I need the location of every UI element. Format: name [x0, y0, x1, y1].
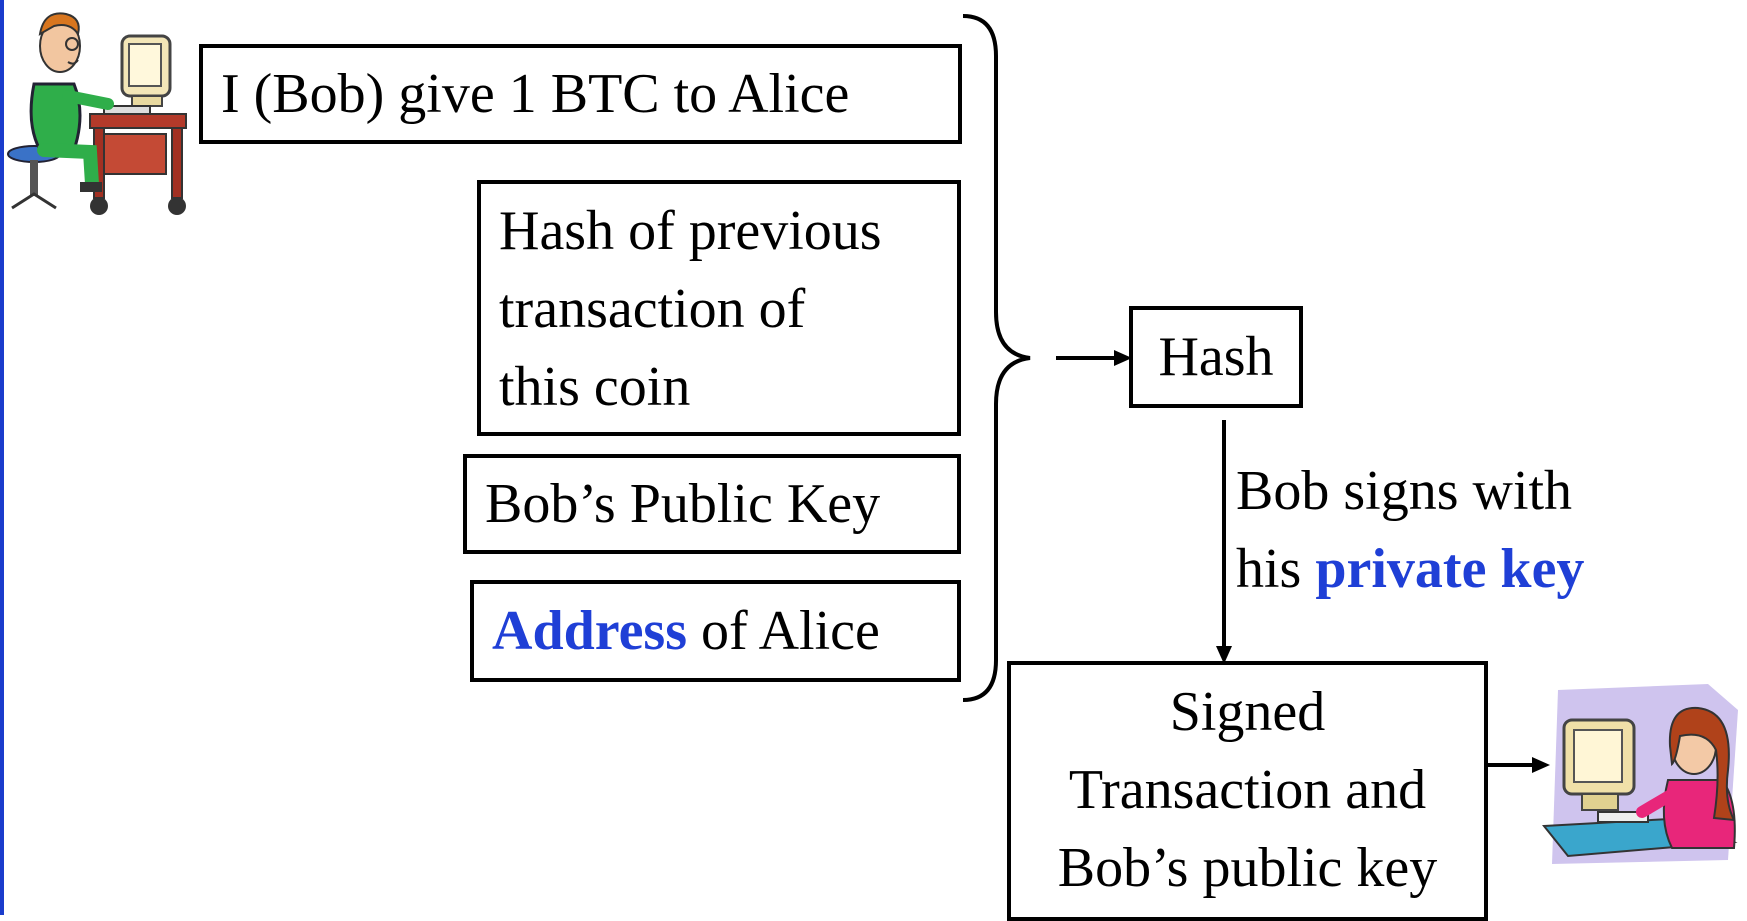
signing-label-line-1: Bob signs with	[1236, 460, 1573, 522]
prev-hash-line-3: this coin	[499, 356, 691, 418]
private-key-keyword: private key	[1315, 538, 1585, 600]
bob-at-computer-icon	[7, 12, 187, 215]
alice-at-computer-icon	[1542, 684, 1738, 864]
prev-hash-line-1: Hash of previous	[499, 200, 882, 262]
address-keyword: Address	[492, 600, 688, 662]
signing-label-line-2: his private key	[1236, 530, 1584, 608]
bob-public-key-text: Bob’s Public Key	[485, 473, 881, 535]
signed-line-3: Bob’s public key	[1057, 837, 1438, 899]
arrow-brace-to-hash	[1056, 350, 1132, 366]
bob-gives-btc-box: I (Bob) give 1 BTC to Alice	[199, 44, 962, 144]
prev-hash-line-2: transaction of	[499, 278, 806, 340]
signed-line-1: Signed	[1169, 681, 1326, 743]
alice-address-box: Address of Alice	[470, 580, 961, 682]
address-rest-text: of Alice	[687, 600, 880, 662]
signed-transaction-box: Signed Transaction and Bob’s public key	[1007, 661, 1488, 921]
bob-gives-btc-text: I (Bob) give 1 BTC to Alice	[221, 63, 850, 125]
left-accent-rule	[0, 0, 4, 915]
grouping-brace	[962, 14, 1031, 702]
signed-line-2: Transaction and	[1068, 759, 1427, 821]
signing-label: Bob signs with his private key	[1236, 452, 1584, 608]
bob-public-key-box: Bob’s Public Key	[463, 454, 961, 554]
hash-box: Hash	[1129, 306, 1303, 408]
signing-label-prefix: his	[1236, 538, 1316, 600]
hash-text: Hash	[1158, 326, 1274, 388]
arrow-signed-to-alice	[1488, 757, 1550, 773]
arrow-hash-to-signed	[1216, 420, 1232, 664]
previous-transaction-hash-box: Hash of previous transaction of this coi…	[477, 180, 961, 436]
